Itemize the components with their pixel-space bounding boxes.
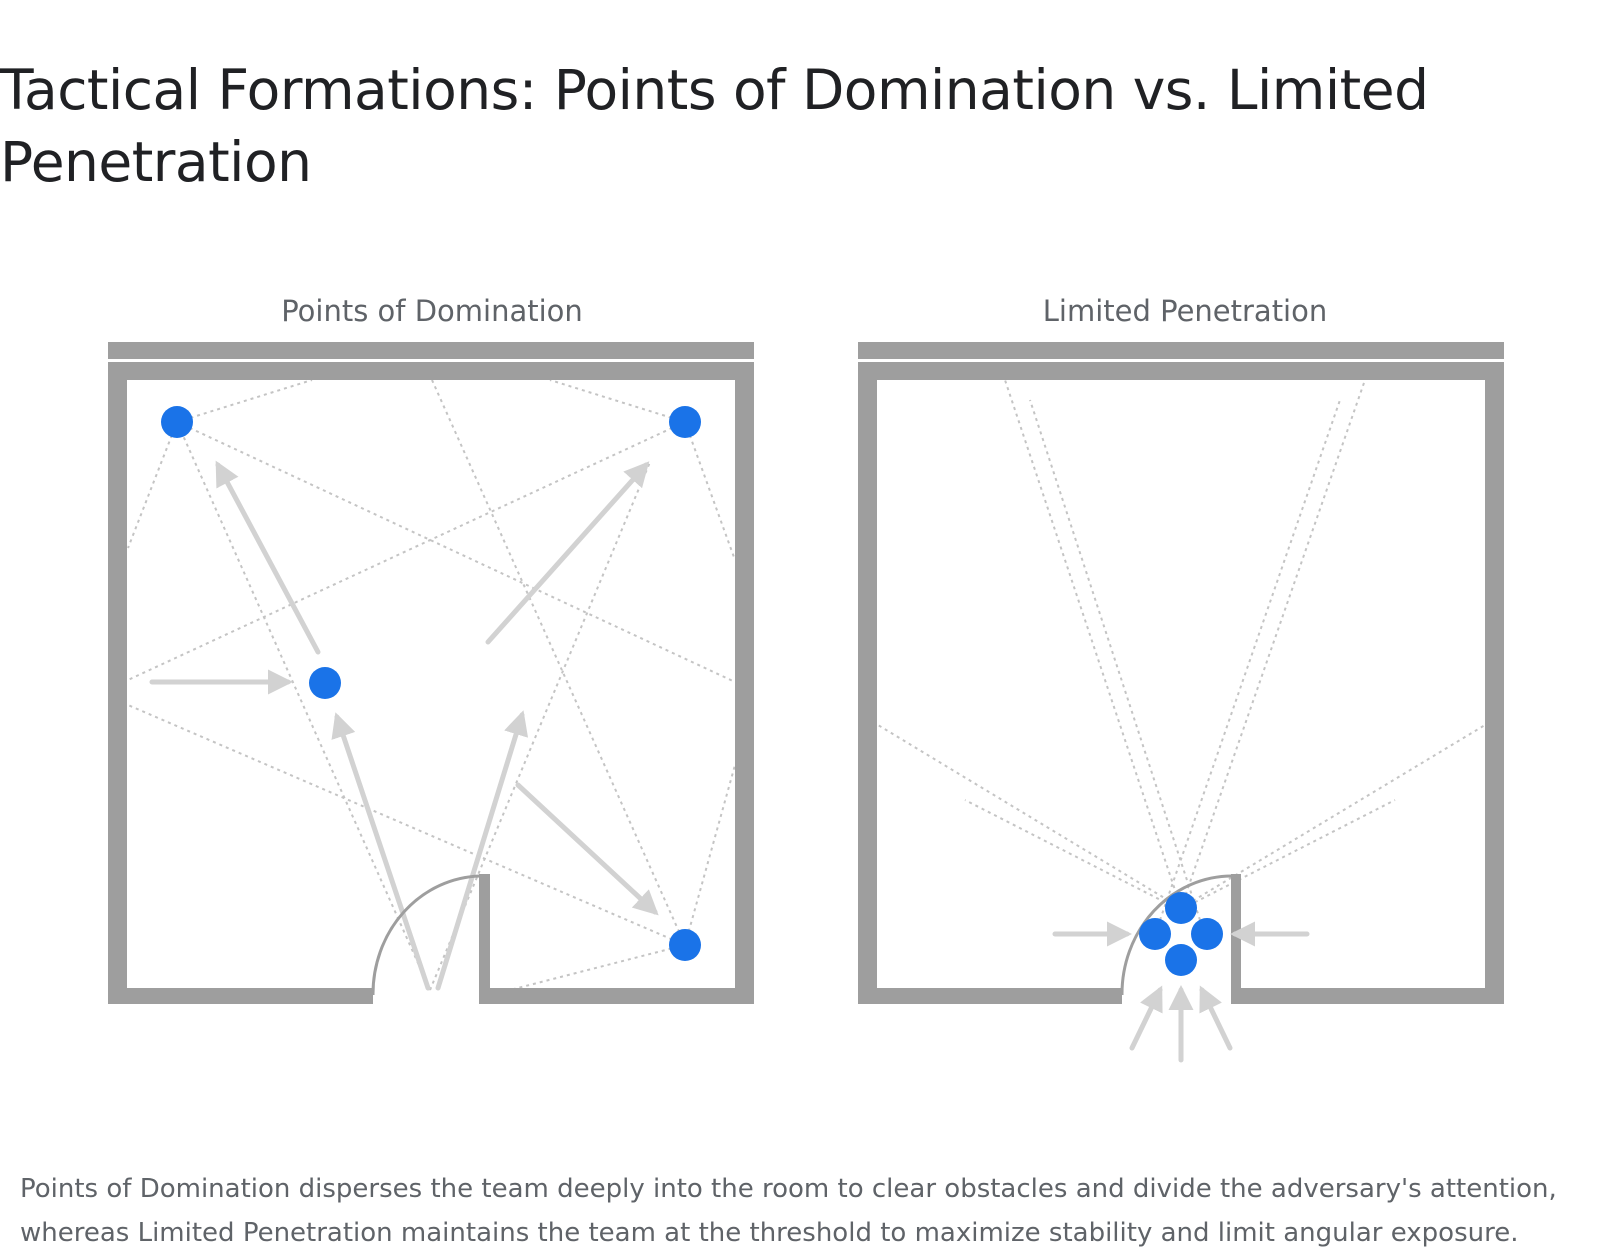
outer-wall-top (108, 342, 754, 359)
arrow-from-below-left (1129, 985, 1163, 1051)
wall-bottom-right (1240, 988, 1504, 1004)
operator-top (1165, 892, 1197, 924)
panel-title-limited-penetration: Limited Penetration (1043, 294, 1328, 328)
door-jamb (1231, 874, 1241, 1004)
door-swing-icon (371, 874, 481, 996)
wall-right (735, 362, 754, 1004)
arrow-to-bottom-right-corner (515, 782, 659, 916)
wall-bottom-left (108, 988, 373, 1004)
caption: Points of Domination disperses the team … (20, 1174, 1557, 1248)
operator-top-right (669, 406, 701, 438)
wall-left (108, 362, 127, 1004)
operator-top-left (161, 406, 193, 438)
points-of-domination-panel: Points of Domination (108, 294, 754, 1004)
operator-bottom (1165, 944, 1197, 976)
operator-left (1139, 918, 1171, 950)
arrow-to-top-left-corner (215, 460, 321, 655)
wall-bottom-left (858, 988, 1122, 1004)
wall-bottom-right (489, 988, 754, 1004)
panel-title-points-of-domination: Points of Domination (281, 294, 583, 328)
room-walls (108, 342, 754, 1004)
inner-wall-top (858, 362, 1504, 380)
arrow-from-below-right (1199, 985, 1233, 1051)
operator-middle (309, 667, 341, 699)
page-title: Tactical Formations: Points of Dominatio… (0, 58, 1429, 194)
door-swing-icon (1120, 874, 1233, 996)
arrow-to-middle-operator (331, 712, 431, 991)
operator-bottom-right (669, 929, 701, 961)
movement-arrows (1052, 921, 1310, 1063)
operator-right (1191, 918, 1223, 950)
door-jamb (479, 874, 490, 1004)
sightlines (877, 379, 1486, 921)
wall-left (858, 362, 877, 1004)
outer-wall-top (858, 342, 1504, 359)
arrow-up-center (435, 710, 529, 991)
operators (1139, 892, 1223, 976)
sightlines (127, 379, 736, 991)
arrow-to-top-right-corner (485, 461, 650, 645)
movement-arrows (149, 460, 659, 991)
operators (161, 406, 701, 961)
limited-penetration-panel: Limited Penetration (858, 294, 1504, 1063)
inner-wall-top (108, 362, 754, 380)
formation-diagram: Points of Domination (108, 294, 1504, 1063)
wall-right (1485, 362, 1504, 1004)
